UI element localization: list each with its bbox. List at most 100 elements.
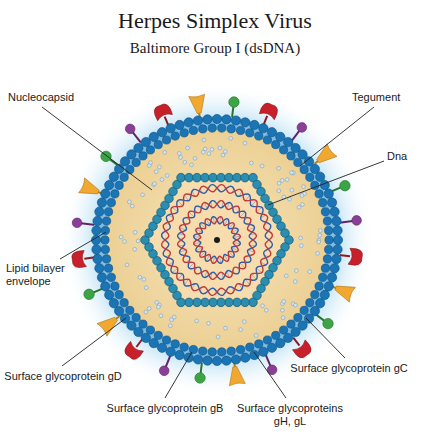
glycoprotein-spikes — [71, 94, 363, 385]
part-label: Tegument — [352, 91, 420, 104]
capsomer — [217, 173, 226, 182]
tegument-dot — [300, 194, 304, 198]
tegument-dot — [224, 326, 228, 330]
lipid-head — [105, 290, 114, 299]
part-label: Surface glycoprotein gD — [4, 370, 122, 383]
tegument-dot — [221, 153, 225, 157]
dna-base-pair — [251, 201, 256, 206]
virus-body — [59, 82, 375, 398]
lipid-head — [333, 226, 342, 235]
spike-head — [348, 248, 363, 266]
dna-base-pair — [251, 274, 256, 279]
lipid-head — [324, 189, 333, 198]
tegument-dot — [136, 239, 140, 243]
tegument-dot — [186, 146, 190, 150]
lipid-head — [320, 290, 329, 299]
tegument-dot — [277, 166, 281, 170]
lipid-head — [287, 152, 295, 160]
tegument-dot — [160, 178, 164, 182]
spike-head — [158, 364, 170, 376]
tegument-dot — [229, 136, 233, 140]
lipid-inner-layer — [101, 124, 333, 356]
lipid-head — [284, 333, 293, 342]
tegument-dot — [260, 164, 264, 168]
lipid-head — [97, 273, 106, 282]
capsomer — [249, 298, 258, 307]
lipid-head — [267, 128, 276, 137]
lipid-outer-layer — [91, 114, 342, 365]
lipid-head — [310, 307, 319, 316]
lipid-head — [162, 136, 170, 144]
lipid-head — [291, 327, 300, 336]
tegument-dot — [302, 185, 306, 189]
lipid-head — [236, 345, 244, 353]
tegument-dot — [319, 229, 323, 233]
spike-head — [82, 287, 96, 301]
dna-genome — [162, 185, 273, 296]
tegument-dot — [138, 275, 142, 279]
lipid-head — [127, 150, 136, 159]
lipid-head — [92, 226, 101, 235]
capsomer — [201, 173, 210, 182]
lipid-head — [231, 355, 240, 364]
lipid-head — [180, 343, 188, 351]
lipid-head — [92, 245, 101, 254]
dna-strand — [178, 201, 257, 280]
part-label: Nucleocapsid — [8, 91, 98, 104]
lipid-head — [333, 235, 342, 244]
leader-line — [268, 161, 384, 205]
lipid-head — [139, 152, 147, 160]
tegument-dot — [207, 152, 211, 156]
tegument-dot — [254, 334, 258, 338]
lipid-head — [95, 207, 104, 216]
tegument-dot — [142, 277, 146, 281]
tegument-dot — [277, 181, 281, 185]
label-holder: Surface glycoprotein gD — [4, 370, 122, 383]
dna-strand — [162, 185, 273, 296]
tegument-dot — [299, 236, 303, 240]
lipid-head — [255, 340, 263, 348]
capsomer — [185, 298, 194, 307]
lipid-head — [146, 326, 154, 334]
lipid-head — [287, 320, 295, 328]
tegument-dot — [290, 171, 294, 175]
dna-base-pair — [178, 274, 183, 279]
tegument-dot — [300, 203, 304, 207]
lipid-head — [330, 207, 339, 216]
lipid-head — [300, 166, 308, 174]
tegument-dot — [133, 247, 137, 251]
tegument-dot — [216, 335, 220, 339]
spike-head — [123, 122, 136, 135]
label-holder: Dna — [387, 150, 421, 163]
capsid-fill — [145, 178, 289, 303]
lipid-head — [323, 255, 331, 263]
tegument-dot — [317, 240, 321, 244]
lipid-head — [95, 264, 104, 273]
capsomer — [177, 173, 186, 182]
lipid-head — [218, 124, 226, 132]
tegument-dot — [153, 182, 157, 186]
lipid-head — [311, 291, 319, 299]
part-label: Surface glycoprotein gC — [290, 362, 408, 375]
lipid-head — [263, 136, 271, 144]
lipid-head — [321, 208, 329, 216]
lipid-head — [218, 348, 226, 356]
tegument-dot — [125, 263, 129, 267]
lipid-head — [101, 226, 109, 234]
dna-base-pair — [189, 212, 194, 217]
capsomer — [217, 298, 226, 307]
capsomer — [241, 298, 250, 307]
lipid-head — [241, 118, 250, 127]
lipid-head — [279, 146, 287, 154]
lipid-head — [316, 172, 325, 181]
tegument-dot — [277, 189, 281, 193]
capsomer — [209, 173, 218, 182]
lipid-head — [231, 116, 240, 125]
lipid-head — [241, 353, 250, 362]
leader-line — [42, 107, 152, 190]
lipid-head — [109, 299, 118, 308]
lipid-head — [227, 125, 235, 133]
tegument-proteins — [119, 136, 322, 338]
lipid-head — [276, 339, 285, 348]
